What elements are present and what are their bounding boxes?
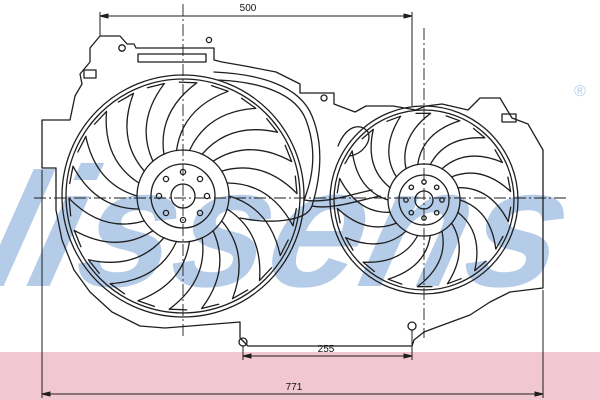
large-fan-blade: [188, 97, 257, 152]
large-fan-blade: [175, 84, 229, 152]
small-fan-bolt-hole: [433, 209, 440, 216]
small-fan-blade: [404, 112, 432, 170]
mount-hole: [407, 321, 417, 331]
small-fan-blades: [336, 112, 512, 288]
mount-hole: [238, 337, 248, 347]
large-fan-blade: [73, 229, 154, 248]
dimension-label-overall: 771: [286, 382, 303, 393]
top-bracket: [137, 53, 207, 63]
dim-771-arrow-right: [534, 391, 544, 397]
wiring-harness: [213, 71, 381, 222]
harness-loop: [337, 126, 370, 157]
small-fan-blade: [417, 115, 461, 166]
large-fan-bolt-hole: [162, 209, 170, 217]
large-fan-blade: [226, 208, 273, 282]
clip: [501, 113, 517, 123]
dimension-label-spacing: 255: [318, 344, 335, 355]
small-fan-blade: [457, 211, 487, 272]
large-fan-bolt-hole: [196, 209, 204, 217]
large-fan-blade: [69, 165, 140, 210]
small-fan-blade: [344, 150, 389, 201]
small-fan-bolt-hole: [433, 184, 440, 191]
large-fan-blade: [221, 220, 249, 300]
large-fan-blade: [221, 167, 298, 195]
registered-mark: ®: [574, 83, 586, 100]
large-fan-blade: [87, 237, 165, 275]
small-fan-blade: [459, 199, 504, 250]
mount-hole: [320, 94, 328, 102]
small-fan-blade: [446, 222, 462, 285]
large-fan-blades: [68, 81, 298, 311]
small-fan-bolt-hole: [408, 209, 415, 216]
large-fan-blade: [145, 82, 166, 162]
clip: [83, 69, 97, 79]
large-fan-bolt-hole: [162, 175, 170, 183]
large-fan-blade: [93, 110, 140, 184]
small-fan-blade: [441, 149, 504, 170]
large-fan-bolt-hole: [203, 192, 211, 200]
dim-500-arrow-right: [403, 13, 413, 19]
small-fan-blade: [344, 230, 407, 251]
small-fan-blade: [361, 128, 391, 189]
large-fan-bolt-hole: [155, 192, 163, 200]
dim-255-arrow-right: [403, 353, 413, 359]
large-fan-blade: [200, 230, 221, 310]
large-fan-blade: [109, 240, 178, 295]
small-fan-blade: [336, 207, 398, 228]
dimension-label-top: 500: [240, 3, 257, 14]
large-fan-blade: [117, 92, 145, 172]
dim-500-arrow-left: [99, 13, 109, 19]
shroud-outline: [41, 35, 544, 347]
small-fan-blade: [450, 172, 512, 193]
watermark-band: [0, 352, 600, 400]
small-fan-blade: [387, 234, 431, 285]
large-fan-blade: [137, 240, 191, 308]
large-fan-bolt-holes: [155, 168, 211, 224]
large-fan-bolt-hole: [196, 175, 204, 183]
mount-hole: [205, 36, 213, 44]
small-fan-blade: [429, 127, 486, 166]
large-fan-bolt-hole: [179, 216, 187, 224]
dim-255-arrow-left: [242, 353, 252, 359]
small-fan-blade: [362, 234, 419, 273]
large-fan-blade: [77, 135, 138, 197]
small-fan-blade: [336, 177, 391, 213]
dim-771-arrow-left: [41, 391, 51, 397]
small-fan-bolt-hole: [408, 184, 415, 191]
large-fan-blade: [68, 197, 145, 225]
large-fan-blade: [228, 195, 289, 257]
large-fan-blade: [168, 237, 204, 311]
large-fan-blade: [162, 81, 198, 155]
large-fan-blade: [201, 117, 279, 155]
small-fan-blade: [416, 230, 444, 288]
large-fan-blade: [212, 144, 293, 163]
large-fan-blade: [226, 182, 297, 227]
mount-hole: [118, 44, 126, 52]
small-fan-blade: [386, 115, 402, 178]
